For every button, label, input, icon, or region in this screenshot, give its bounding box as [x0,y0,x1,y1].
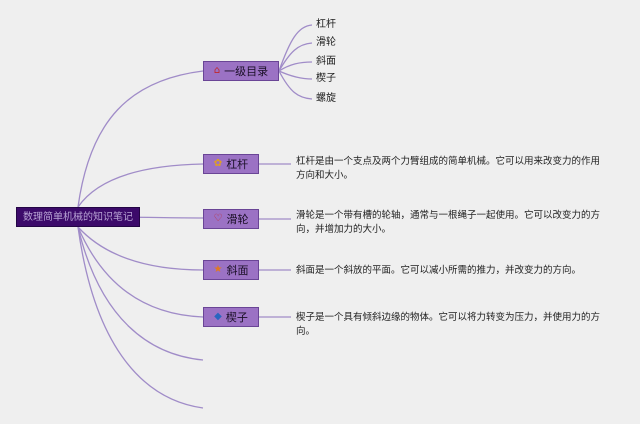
topic-wedge-desc: 楔子是一个具有倾斜边缘的物体。它可以将力转变为压力，并使用力的方向。 [296,312,601,337]
root-node[interactable]: 数理简单机械的知识笔记 [16,207,140,227]
edge-toc-5 [278,70,313,100]
topic-slope-node[interactable]: ★ 斜面 [203,260,259,280]
toc-label: 一级目录 [224,65,269,78]
edge-toc-4 [278,70,313,80]
edge-root-toc [77,70,204,208]
topic-lever-label: 杠杆 [226,158,249,171]
topic-wedge-label: 楔子 [225,311,248,324]
diamond-icon: ◆ [214,311,222,322]
topic-lever-desc: 杠杆是由一个支点及两个力臂组成的简单机械。它可以用来改变力的作用方向和大小。 [296,156,601,181]
topic-wedge-node[interactable]: ◆ 楔子 [203,307,259,327]
toc-leaf-slope[interactable]: 斜面 [316,56,336,67]
edge-toc-1 [278,24,313,72]
topic-pulley-node[interactable]: ♡ 滑轮 [203,209,259,229]
home-icon: ⌂ [213,65,221,76]
edge-root-wedge [77,226,204,318]
edge-toc-2 [278,42,313,72]
toc-node[interactable]: ⌂ 一级目录 [203,61,279,81]
heart-icon: ♡ [213,213,223,224]
toc-leaf-wedge[interactable]: 楔子 [316,73,336,84]
topic-pulley-label: 滑轮 [226,213,249,226]
topic-lever-node[interactable]: ✿ 杠杆 [203,154,259,174]
badge-icon: ✿ [213,158,223,169]
edge-root-empty-2 [77,226,204,409]
edge-root-lever [77,163,204,208]
toc-leaf-pulley[interactable]: 滑轮 [316,37,336,48]
edge-toc-3 [278,61,313,72]
topic-slope-label: 斜面 [226,264,249,277]
topic-pulley-desc: 滑轮是一个带有槽的轮轴，通常与一根绳子一起使用。它可以改变力的方向，并增加力的大… [296,210,601,235]
edge-root-empty-1 [77,226,204,361]
toc-leaf-lever[interactable]: 杠杆 [316,19,336,30]
edge-root-slope [77,226,204,271]
topic-slope-desc: 斜面是一个斜放的平面。它可以减小所需的推力，并改变力的方向。 [296,265,582,276]
toc-leaf-screw[interactable]: 螺旋 [316,93,336,104]
star-icon: ★ [213,264,223,275]
